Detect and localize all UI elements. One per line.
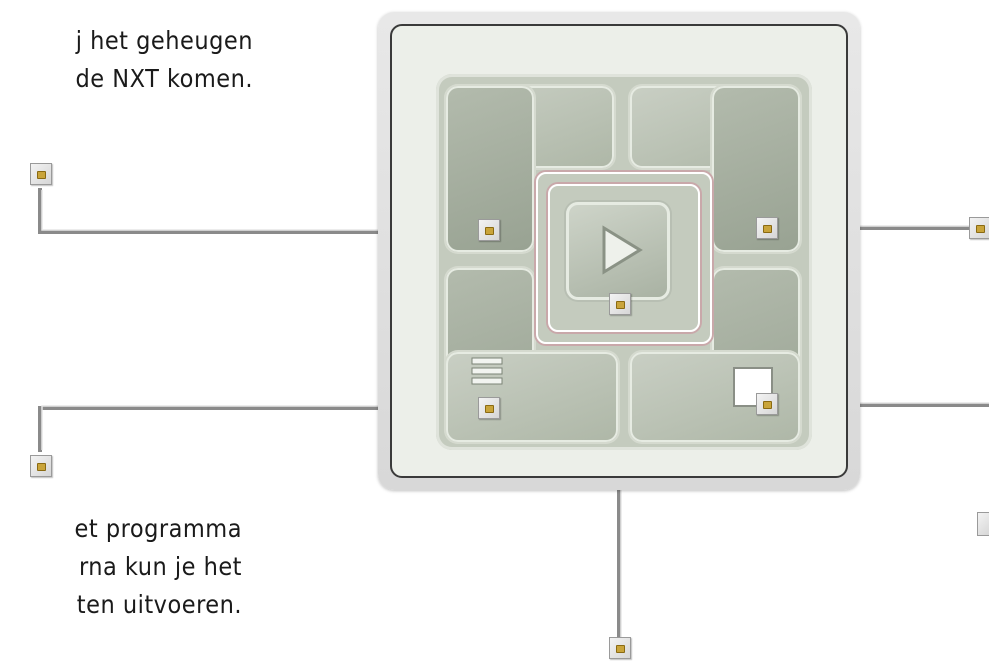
connector-right-top-end xyxy=(969,217,989,239)
settings-button[interactable] xyxy=(446,352,618,442)
connector-bottom-center-end xyxy=(609,637,631,659)
bottom-explanation-text: et programma rna kun je het ten uitvoere… xyxy=(75,510,242,624)
connector-download-run xyxy=(756,217,778,239)
top-text-line-2: de NXT komen. xyxy=(75,64,253,93)
bottom-text-line-3: ten uitvoeren. xyxy=(76,590,242,619)
bottom-text-line-1: et programma xyxy=(74,514,242,543)
center-ring-outer xyxy=(536,172,712,344)
top-explanation-text: j het geheugen de NXT komen. xyxy=(76,22,253,98)
callout-line-download xyxy=(38,188,490,234)
connector-stop xyxy=(756,393,778,415)
connector-top-left-end xyxy=(30,163,52,185)
nxt-controller-panel xyxy=(378,12,860,490)
connector-download xyxy=(478,219,500,241)
center-ring-inner xyxy=(548,184,700,332)
run-button[interactable] xyxy=(566,202,670,300)
connector-bottom-left-end xyxy=(30,455,52,477)
connector-run xyxy=(609,293,631,315)
bottom-text-line-2: rna kun je het xyxy=(78,552,242,581)
list-icon xyxy=(471,357,503,385)
callout-line-settings xyxy=(38,406,490,452)
connector-right-bottom-end xyxy=(977,512,989,536)
top-text-line-1: j het geheugen xyxy=(75,26,253,55)
play-icon xyxy=(602,225,643,275)
connector-settings xyxy=(478,397,500,419)
